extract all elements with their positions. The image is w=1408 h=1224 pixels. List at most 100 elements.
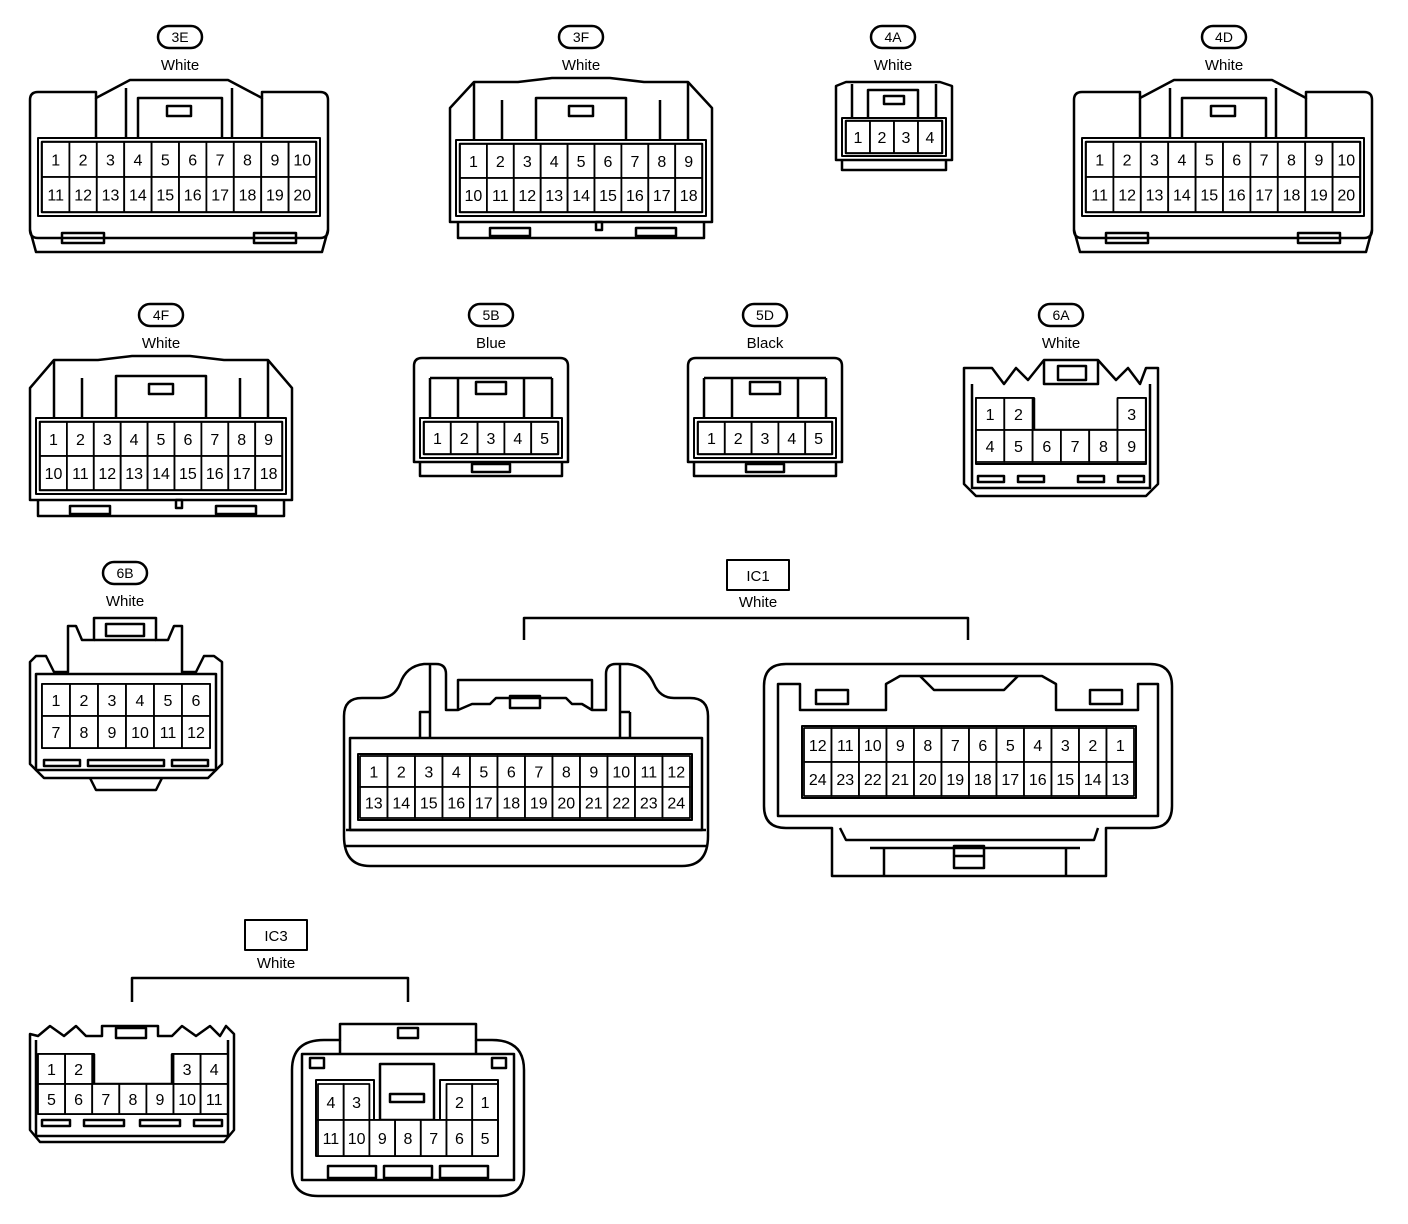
connector-6A-color: White: [1042, 335, 1080, 352]
pin-number: 3: [487, 431, 496, 448]
connector-3E-id: 3E: [171, 29, 188, 45]
pin-cell: [579, 755, 609, 788]
pin-number: 1: [1095, 153, 1104, 170]
pin-number: 9: [684, 154, 693, 171]
pin-number: 1: [47, 1062, 56, 1079]
pin-cell: [287, 176, 317, 213]
pin-number: 2: [79, 153, 88, 170]
pin-number: 17: [211, 188, 229, 205]
pin-number: 6: [183, 432, 192, 449]
pin-cell: [975, 429, 1006, 463]
pin-number: 18: [1283, 188, 1301, 205]
pin-number: 1: [369, 765, 378, 782]
pin-number: 1: [986, 407, 995, 424]
pin-number: 5: [164, 693, 173, 710]
pin-number: 2: [878, 130, 887, 147]
pin-number: 19: [266, 188, 284, 205]
pin-cell: [287, 141, 317, 178]
pin-number: 3: [108, 693, 117, 710]
pin-cell: [917, 120, 943, 154]
pin-number: 10: [178, 1092, 196, 1109]
pin-number: 10: [864, 738, 882, 755]
pin-number: 3: [1127, 407, 1136, 424]
pin-cell: [858, 761, 888, 797]
pin-cell: [199, 1083, 229, 1115]
pin-cell: [150, 141, 180, 178]
pin-cell: [419, 1119, 448, 1157]
pin-cell: [469, 786, 499, 819]
pin-cell: [69, 715, 99, 749]
pin-cell: [445, 1083, 474, 1121]
pin-number: 4: [787, 431, 796, 448]
pin-number: 11: [323, 1131, 340, 1148]
pin-number: 2: [496, 154, 505, 171]
pin-cell: [459, 177, 488, 213]
pin-cell: [647, 177, 677, 213]
connector-IC1-bracket: [522, 616, 970, 640]
connector-4D-color: White: [1205, 57, 1243, 74]
pin-number: 6: [188, 153, 197, 170]
pin-number: 8: [404, 1131, 413, 1148]
pin-cell: [968, 727, 998, 763]
connector-5B-color: Blue: [476, 335, 506, 352]
pin-cell: [885, 727, 915, 763]
pin-cell: [68, 141, 98, 178]
pin-number: 8: [1287, 153, 1296, 170]
pin-number: 5: [540, 431, 549, 448]
connector-4F-id: 4F: [153, 307, 169, 323]
connector-IC3-color: White: [257, 955, 295, 972]
pin-number: 22: [864, 772, 882, 789]
pin-number: 15: [599, 188, 617, 205]
connector-IC1-color: White: [739, 594, 777, 611]
pin-number: 4: [1177, 153, 1186, 170]
pin-cell: [1116, 429, 1147, 463]
pin-cell: [146, 455, 176, 491]
pin-number: 15: [179, 466, 197, 483]
pin-number: 19: [530, 796, 548, 813]
pin-cell: [317, 1119, 345, 1157]
pin-number: 13: [125, 466, 143, 483]
pin-cell: [845, 120, 871, 154]
connector-4D-id: 4D: [1215, 29, 1233, 45]
pin-number: 20: [293, 188, 311, 205]
pin-number: 4: [513, 431, 522, 448]
pin-number: 18: [502, 796, 520, 813]
pin-number: 3: [103, 432, 112, 449]
pin-number: 7: [1071, 439, 1080, 456]
pin-number: 2: [1123, 153, 1132, 170]
pin-number: 17: [233, 466, 251, 483]
pin-number: 2: [460, 431, 469, 448]
pin-number: 1: [52, 693, 61, 710]
connector-6B-color: White: [106, 593, 144, 610]
pin-number: 16: [184, 188, 202, 205]
pin-number: 4: [550, 154, 559, 171]
pin-cell: [125, 715, 155, 749]
pin-number: 5: [577, 154, 586, 171]
pin-number: 4: [986, 439, 995, 456]
pin-cell: [414, 755, 444, 788]
pin-cell: [579, 786, 609, 819]
pin-cell: [150, 176, 180, 213]
pin-cell: [1139, 176, 1170, 213]
pin-number: 4: [926, 130, 935, 147]
pin-number: 2: [734, 431, 743, 448]
pin-number: 5: [1006, 738, 1015, 755]
connector-IC3-bracket: [130, 976, 410, 1002]
pin-cell: [674, 177, 704, 213]
pin-cell: [530, 421, 559, 455]
pin-number: 9: [589, 765, 598, 782]
pin-cell: [1331, 176, 1361, 213]
pin-number: 10: [131, 725, 149, 742]
pin-cell: [199, 1053, 229, 1085]
